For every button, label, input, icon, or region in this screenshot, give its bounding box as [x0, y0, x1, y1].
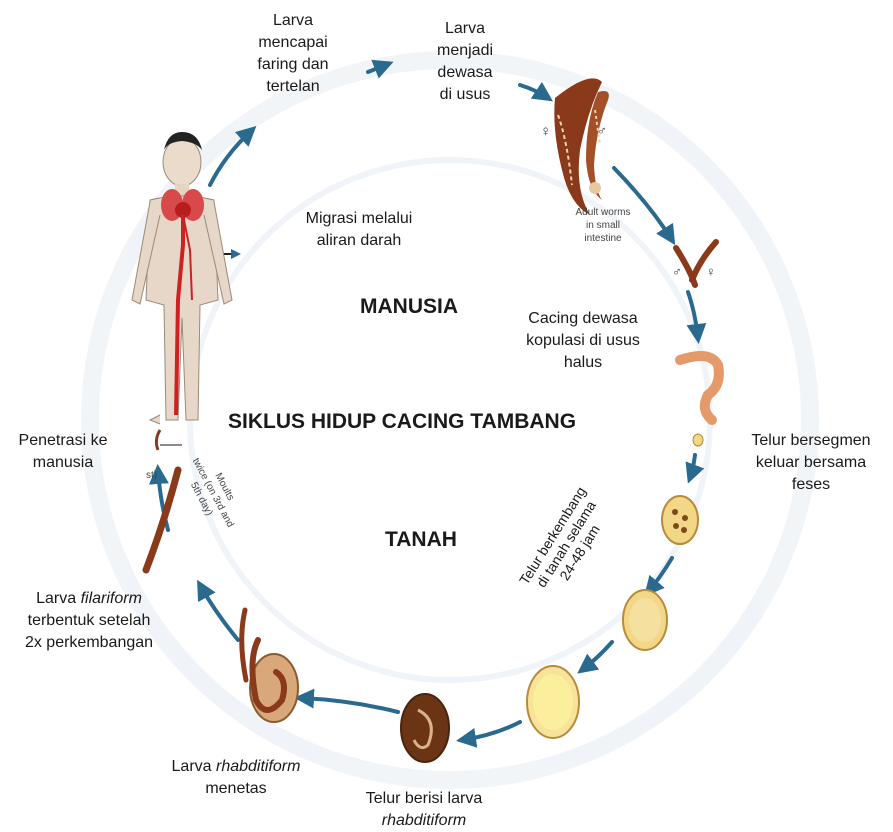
- cut-text: st): [146, 470, 157, 481]
- diagram-title: SIKLUS HIDUP CACING TAMBANG: [228, 410, 576, 434]
- arrow-to-egg-3: [582, 642, 612, 670]
- label-larva-filariform: Larva filariform terbentuk setelah 2x pe…: [4, 588, 174, 654]
- female-symbol-2: ♀: [706, 264, 716, 279]
- filariform-larva: [146, 430, 182, 570]
- zone-label-manusia: MANUSIA: [360, 295, 458, 319]
- adult-worms-line3: intestine: [584, 233, 622, 244]
- arrow-to-egg-2: [648, 558, 672, 592]
- male-symbol-2: ♂: [672, 264, 682, 279]
- arrow-to-egg: [690, 455, 695, 478]
- male-symbol: ♂: [597, 123, 607, 138]
- adult-worms-line1: Adult worms: [575, 207, 630, 218]
- arrow-to-egg-larva: [462, 722, 520, 740]
- label-telur-berisi: Telur berisi larva rhabditiform: [344, 788, 504, 832]
- female-symbol: ♀: [540, 123, 551, 140]
- intestine: [680, 356, 719, 420]
- arrow-to-filariform: [200, 585, 238, 640]
- adult-worms-line2: in small: [586, 220, 620, 231]
- arrow-to-rhabditiform: [300, 698, 398, 712]
- adult-worms: [554, 78, 609, 215]
- arrow-to-adults: [520, 85, 548, 98]
- zone-label-tanah: TANAH: [385, 528, 457, 552]
- cycle-arrows: [158, 64, 698, 740]
- label-larva-menetas: Larva rhabditiform menetas: [136, 756, 336, 800]
